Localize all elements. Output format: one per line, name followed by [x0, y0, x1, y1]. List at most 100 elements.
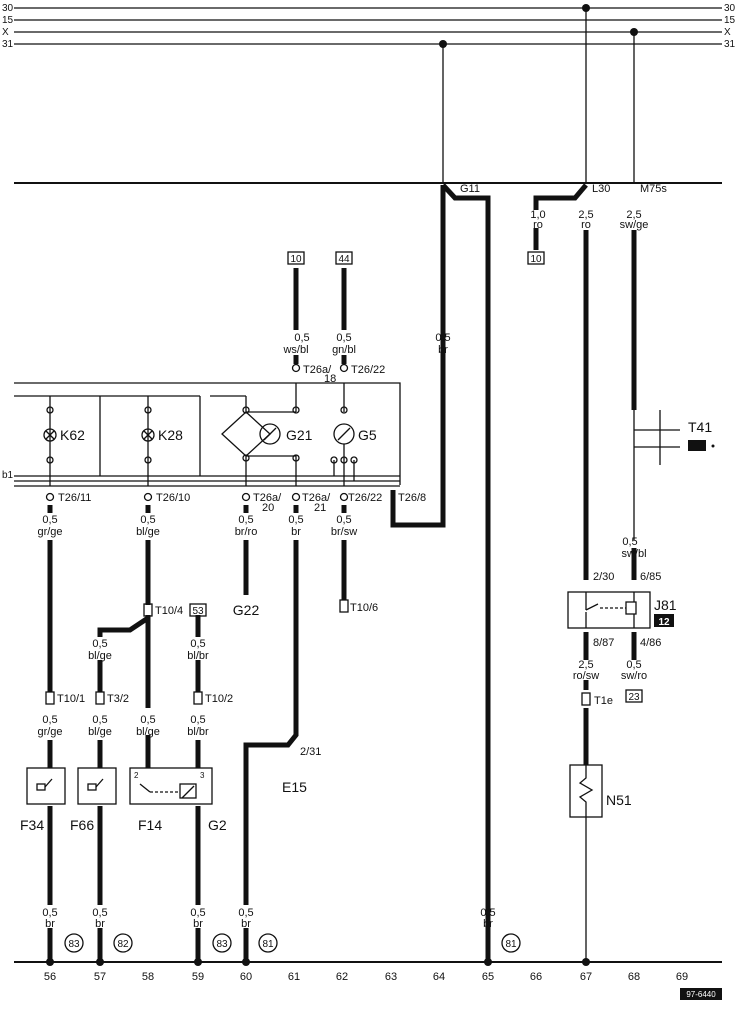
g2-label: G2	[208, 817, 227, 833]
t10-1: T10/1	[57, 693, 85, 705]
junction-dot	[46, 958, 54, 966]
connector-pin	[339, 492, 349, 502]
svg-text:2: 2	[134, 771, 139, 780]
rail-31-label-right: 31	[724, 39, 736, 50]
w05blbr2-size: 0,5	[190, 714, 205, 726]
w10ro-size: 1,0	[530, 209, 545, 221]
ground-65: 81	[505, 939, 517, 950]
pressure-switch-icon	[77, 767, 117, 805]
connector-pin	[45, 492, 55, 502]
p4-86: 4/86	[640, 637, 661, 649]
w05brsw-size: 0,5	[336, 514, 351, 526]
wb65-color: br	[483, 918, 493, 930]
box-44: 44	[338, 254, 350, 265]
t10-2: T10/2	[205, 693, 233, 705]
col-number: 58	[142, 971, 154, 983]
terminal	[46, 406, 54, 414]
m75s-label: M75s	[640, 183, 667, 195]
col-number: 69	[676, 971, 688, 983]
connector-pin	[291, 363, 301, 373]
rail-15-label-right: 15	[724, 15, 736, 26]
w25rosw-color: ro/sw	[573, 670, 599, 682]
terminal	[292, 454, 300, 462]
rail-31-label-left: 31	[2, 39, 14, 50]
box-23: 23	[628, 692, 640, 703]
t26a21-a: T26a/	[302, 492, 331, 504]
terminal	[330, 456, 338, 464]
w05swro-size: 0,5	[626, 659, 641, 671]
w25ro-color: ro	[581, 219, 591, 231]
terminal	[350, 456, 358, 464]
l30-label: L30	[592, 183, 610, 195]
rail-15-label-left: 15	[2, 15, 14, 26]
diagram-code: 97-6440	[686, 990, 716, 999]
wb59-color: br	[193, 918, 203, 930]
e15-label: E15	[282, 779, 307, 795]
box-53: 53	[192, 606, 204, 617]
rail-x-label-left: X	[2, 27, 9, 38]
w25swge-size: 2,5	[626, 209, 641, 221]
w25swge-color: sw/ge	[620, 219, 649, 231]
terminal	[242, 454, 250, 462]
f66-label: F66	[70, 817, 94, 833]
ground-point-icon	[212, 933, 232, 953]
t41-label: T41	[688, 419, 712, 435]
col-number: 57	[94, 971, 106, 983]
ref-box	[189, 603, 207, 617]
b1-label: b1	[2, 470, 14, 481]
j81-label: J81	[654, 597, 677, 613]
w05blge-size: 0,5	[140, 514, 155, 526]
t26-10: T26/10	[156, 492, 190, 504]
wb57-color: br	[95, 918, 105, 930]
wb60-color: br	[241, 918, 251, 930]
w05grge-size: 0,5	[42, 514, 57, 526]
junction-dot	[194, 958, 202, 966]
f34-label: F34	[20, 817, 44, 833]
ground-bolt-icon	[633, 410, 715, 540]
col-number: 62	[336, 971, 348, 983]
w10ro-color: ro	[533, 219, 543, 231]
t26-11: T26/11	[58, 492, 91, 504]
w05brro-color: br/ro	[235, 526, 258, 538]
t26-22-top: T26/22	[351, 364, 385, 376]
t3-2: T3/2	[107, 693, 129, 705]
diagram-code-box	[680, 988, 722, 1000]
terminal	[340, 406, 348, 414]
connector-pin	[143, 603, 153, 617]
warning-lamp-icon	[43, 428, 57, 442]
wb59-size: 0,5	[190, 907, 205, 919]
g11-label: G11	[460, 183, 480, 195]
rail-30-label-left: 30	[2, 3, 14, 14]
w05br-top-size: 0,5	[435, 332, 450, 344]
t26-22-bot: T26/22	[348, 492, 382, 504]
warning-lamp-icon	[141, 428, 155, 442]
connector-pin	[581, 692, 591, 706]
w05blge-color: bl/ge	[136, 526, 160, 538]
wb65-size: 0,5	[480, 907, 495, 919]
wb60-size: 0,5	[238, 907, 253, 919]
junction-dot	[630, 28, 638, 36]
junction-dot	[484, 958, 492, 966]
connector-pin	[193, 691, 203, 705]
wb57-size: 0,5	[92, 907, 107, 919]
wb56-color: br	[45, 918, 55, 930]
w05swbl-color: sw/bl	[621, 548, 646, 560]
w05brsw-color: br/sw	[331, 526, 357, 538]
ground-point-icon	[113, 933, 133, 953]
col-number: 63	[385, 971, 397, 983]
w05grge2-color: gr/ge	[37, 726, 62, 738]
terminal	[292, 406, 300, 414]
t26a18-b: 18	[324, 373, 336, 385]
temp-sender-icon: 2 3	[129, 767, 213, 805]
f14-label: F14	[138, 817, 162, 833]
n51-label: N51	[606, 792, 632, 808]
junction-dot	[242, 958, 250, 966]
box-10-b: 10	[530, 254, 542, 265]
ground-57: 82	[117, 939, 129, 950]
w05blbr2-color: bl/br	[187, 726, 209, 738]
connector-pin	[291, 492, 301, 502]
w05wsbl-color: ws/bl	[282, 344, 308, 356]
col-number: 68	[628, 971, 640, 983]
connector-pin	[339, 363, 349, 373]
w05gnbl-color: gn/bl	[332, 344, 356, 356]
